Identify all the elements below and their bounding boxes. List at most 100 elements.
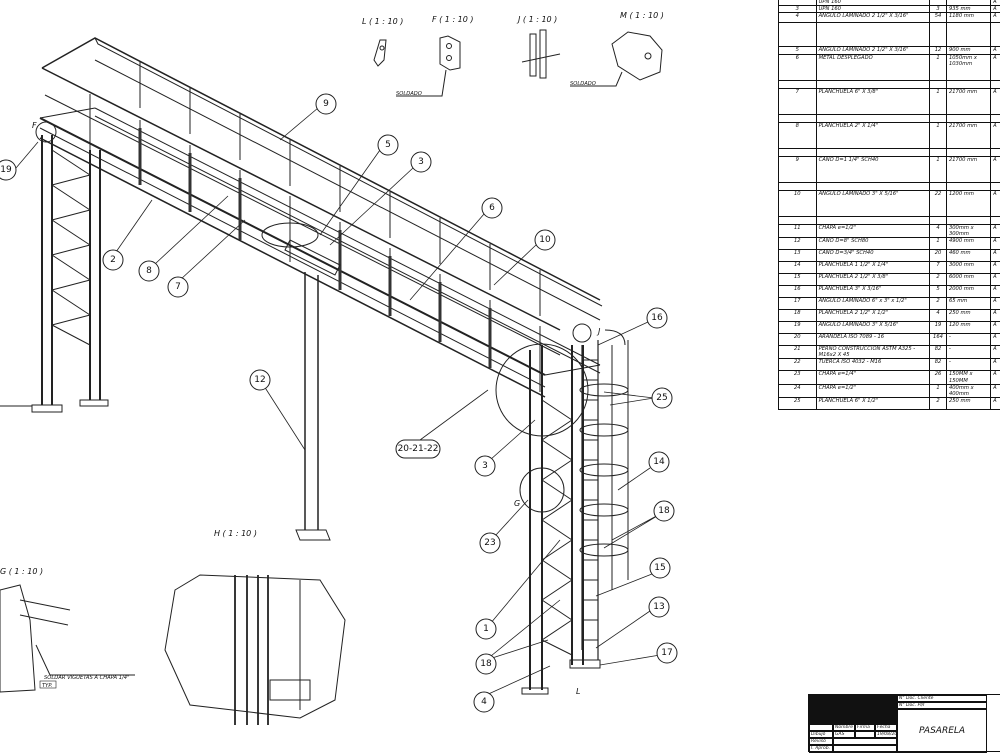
- mark-j: J: [596, 327, 601, 336]
- callout-3b: 3: [475, 456, 495, 476]
- bom-material: A: [991, 250, 1000, 262]
- bom-quantity: [930, 80, 947, 88]
- bom-length: 65 mm: [946, 298, 990, 310]
- bom-length: [946, 148, 990, 156]
- svg-text:19: 19: [0, 165, 12, 175]
- bom-length: 250 mm: [946, 398, 990, 410]
- bom-quantity: [930, 148, 947, 156]
- bom-quantity: 26: [930, 371, 947, 384]
- bom-description: PLANCHUELA 1 1/2" X 1/4": [816, 262, 929, 274]
- bom-row: [779, 182, 1000, 190]
- bom-material: A: [991, 334, 1000, 346]
- bom-item-number: 13: [779, 250, 817, 262]
- bom-length: 6000 mm: [946, 274, 990, 286]
- callout-14: 14: [649, 452, 669, 472]
- bom-item-number: 14: [779, 262, 817, 274]
- bom-material: A: [991, 359, 1000, 371]
- bom-quantity: 1: [930, 122, 947, 148]
- svg-text:18: 18: [480, 659, 492, 669]
- note-typ: TYP.: [42, 683, 52, 689]
- leader-lines: [16, 108, 662, 696]
- svg-text:15: 15: [654, 563, 665, 573]
- svg-text:25: 25: [656, 393, 667, 403]
- bom-item-number: [779, 80, 817, 88]
- bom-quantity: 1: [930, 156, 947, 182]
- bom-material: A: [991, 238, 1000, 250]
- title-block-col-nombre: Nombre: [833, 724, 855, 731]
- callout-7: 7: [168, 277, 188, 297]
- bom-description: [816, 182, 929, 190]
- bom-item-number: 6: [779, 54, 817, 80]
- bom-length: 300mm x 300mm: [946, 224, 990, 237]
- bom-quantity: 1: [930, 238, 947, 250]
- bom-description: CAÑO D=1 1/4" SCH40: [816, 156, 929, 182]
- balloon-callouts: 9 5 3 6 10 19 2 8 7 16 12 25 20-21-22 3 …: [0, 94, 677, 712]
- bom-material: A: [991, 346, 1000, 359]
- title-block-row-dibujo: Dibujó: [809, 731, 833, 738]
- bom-item-number: [779, 114, 817, 122]
- view-label-m: M ( 1 : 10 ): [620, 11, 664, 20]
- detail-view-f: [396, 36, 460, 96]
- bom-description: ANGULO LAMINADO 2 1/2" X 3/16": [816, 13, 929, 23]
- title-block-col-fecha: Fecha: [875, 724, 897, 731]
- title-block-plano: N° Doc. Pl/I: [897, 702, 987, 709]
- bom-quantity: 164: [930, 334, 947, 346]
- bom-length: -: [946, 346, 990, 359]
- bom-description: ANGULO LAMINADO 6" x 3" x 1/2": [816, 298, 929, 310]
- callout-1: 1: [476, 619, 496, 639]
- bom-item-number: 10: [779, 190, 817, 216]
- bom-material: A: [991, 13, 1000, 23]
- isometric-walkway-structure: [0, 38, 628, 694]
- bom-material: [991, 114, 1000, 122]
- svg-text:16: 16: [651, 313, 663, 323]
- view-label-l: L ( 1 : 10 ): [362, 17, 403, 26]
- bom-description: PLANCHUELA 2 1/2" X 3/8": [816, 274, 929, 286]
- bom-description: CAÑO D=8" SCH80: [816, 238, 929, 250]
- callout-23: 23: [480, 533, 500, 553]
- bom-material: A: [991, 224, 1000, 237]
- bom-material: A: [991, 190, 1000, 216]
- bom-description: [816, 80, 929, 88]
- note-soldar: SOLDAR VIGUETAS A CHAPA 1/4": [44, 675, 130, 681]
- mark-f: F: [32, 121, 37, 130]
- callout-5: 5: [378, 135, 398, 155]
- callout-8: 8: [139, 261, 159, 281]
- bom-material: A: [991, 384, 1000, 397]
- bom-item-number: 4: [779, 13, 817, 23]
- bom-length: [946, 80, 990, 88]
- bom-item-number: 8: [779, 122, 817, 148]
- bom-quantity: 4: [930, 310, 947, 322]
- title-block-row-reviso: Revisó: [809, 738, 833, 745]
- svg-text:14: 14: [653, 457, 665, 467]
- svg-text:13: 13: [653, 602, 664, 612]
- bom-description: TUERCA ISO 4032 - M16: [816, 359, 929, 371]
- bom-quantity: [930, 114, 947, 122]
- bom-item-number: 19: [779, 322, 817, 334]
- bom-quantity: 82: [930, 346, 947, 359]
- bom-item-number: 23: [779, 371, 817, 384]
- bom-item-number: 5: [779, 47, 817, 54]
- bom-quantity: 2: [930, 274, 947, 286]
- bom-quantity: 54: [930, 13, 947, 23]
- bom-description: [816, 216, 929, 224]
- bom-length: 4900 mm: [946, 238, 990, 250]
- bom-item-number: 7: [779, 88, 817, 114]
- bom-description: PLANCHUELA 2" X 1/4": [816, 122, 929, 148]
- callout-9: 9: [316, 94, 336, 114]
- drawing-title: PASARELA: [897, 709, 987, 753]
- bom-description: [816, 114, 929, 122]
- callout-3: 3: [411, 152, 431, 172]
- bom-length: [946, 216, 990, 224]
- bom-quantity: 3: [930, 6, 947, 13]
- bom-length: [946, 114, 990, 122]
- svg-text:8: 8: [146, 266, 152, 276]
- callout-10: 10: [535, 230, 555, 250]
- detail-view-h: [165, 575, 345, 725]
- bom-length: 460 mm: [946, 250, 990, 262]
